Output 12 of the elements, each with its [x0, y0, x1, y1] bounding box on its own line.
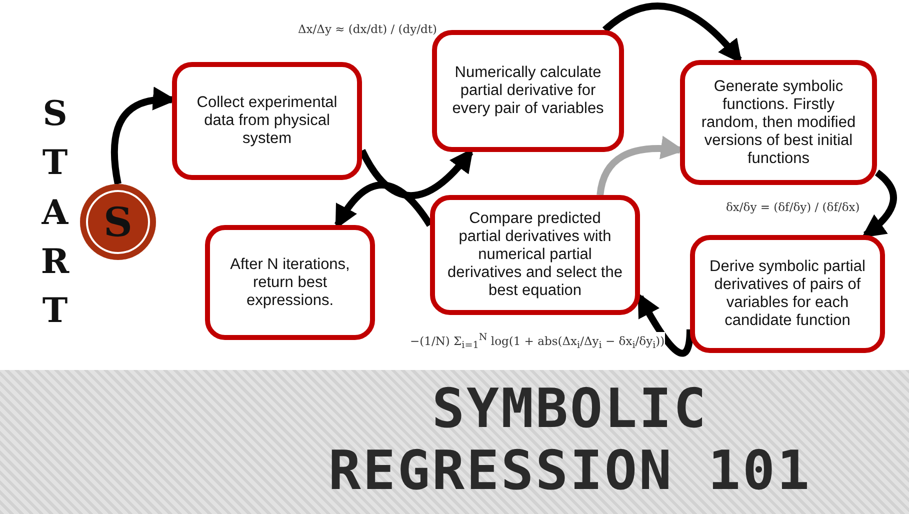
formula: δx/δy = (δf/δy) / (δf/δx)	[726, 200, 860, 214]
process-box: Generate symbolic functions. Firstly random, then modified versions of best initial functions	[680, 60, 877, 185]
process-box: Compare predicted partial derivatives with numerical partial derivatives and select the best equation	[430, 195, 640, 315]
curved-arrow	[636, 292, 694, 357]
title: SYMBOLIC REGRESSION 101	[327, 378, 813, 502]
process-box: Derive symbolic partial derivatives of pairs of variables for each candidate function	[690, 235, 885, 353]
process-box: Collect experimental data from physical system	[172, 62, 362, 180]
start-label: START	[40, 93, 70, 334]
curved-arrow	[862, 170, 897, 238]
circle-letter: S	[104, 198, 132, 246]
process-box: After N iterations, return best expressions.	[205, 225, 375, 340]
formula: Δx/Δy ≈ (dx/dt) / (dy/dt)	[298, 22, 437, 36]
